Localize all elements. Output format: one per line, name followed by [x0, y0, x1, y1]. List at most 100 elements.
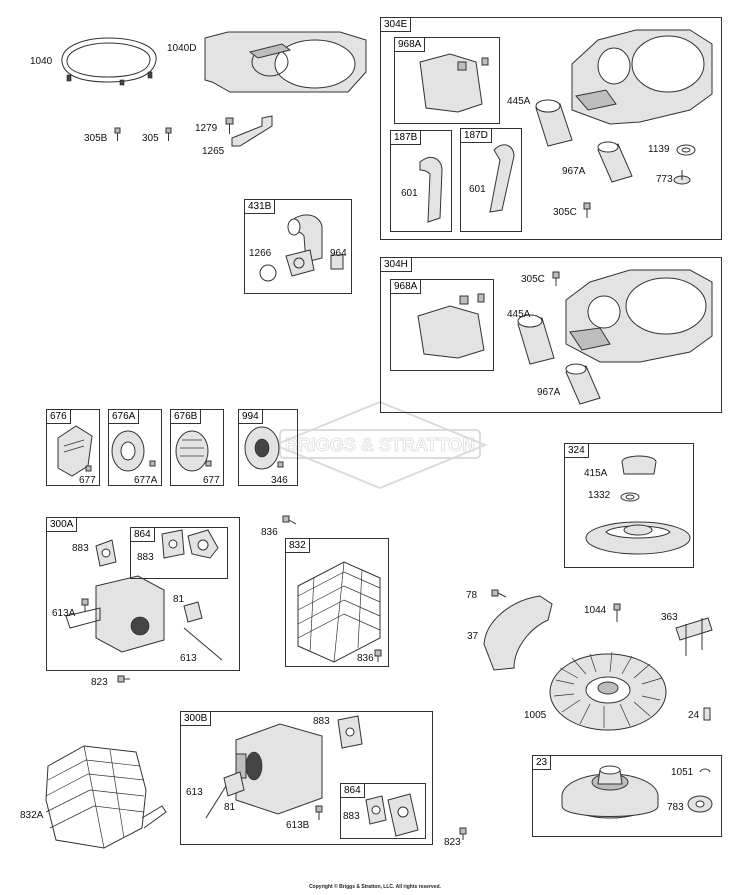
screw-305-icon — [165, 127, 172, 141]
part-label-677-a: 677 — [79, 475, 96, 486]
screen-676A-icon — [111, 430, 156, 472]
part-label-81-b: 81 — [224, 802, 236, 813]
group-label-187D: 187D — [460, 128, 492, 143]
group-label-968A-mid: 968A — [390, 279, 422, 294]
part-label-78: 78 — [466, 590, 478, 601]
group-label-864-bot: 864 — [340, 783, 365, 798]
flange-864-icon — [187, 529, 219, 559]
guard-832-icon — [297, 561, 381, 663]
part-label-823-b: 823 — [444, 837, 461, 848]
group-box-968A-top — [394, 37, 500, 124]
group-label-676: 676 — [46, 409, 71, 424]
flange-864b-icon — [387, 793, 419, 837]
group-label-324: 324 — [564, 443, 589, 458]
part-label-773: 773 — [656, 174, 673, 185]
watermark-text: BRIGGS & STRATTON — [285, 435, 475, 455]
shroud-1040D-icon — [204, 31, 367, 93]
part-label-836-b: 836 — [357, 653, 374, 664]
pin-24-icon — [703, 707, 711, 721]
tube-187D-icon — [489, 144, 515, 213]
air-cleaner-cover-968A-icon — [419, 53, 489, 113]
gear-783-icon — [687, 795, 713, 813]
screen-676-icon — [57, 425, 93, 477]
blower-housing-304H-icon — [565, 269, 713, 363]
part-label-305C-h: 305C — [521, 274, 545, 285]
part-label-883-c: 883 — [343, 811, 360, 822]
screw-1044-icon — [613, 603, 621, 622]
washer-1332-icon — [620, 492, 640, 502]
screw-836b-icon — [374, 649, 382, 662]
group-box-187B — [390, 130, 452, 232]
muffler-300A-icon — [65, 575, 165, 653]
group-label-300A: 300A — [46, 517, 78, 532]
filter-445A-icon — [535, 99, 573, 147]
part-label-1040D: 1040D — [167, 43, 197, 54]
part-label-346: 346 — [271, 475, 288, 486]
part-label-967A-h: 967A — [537, 387, 561, 398]
elbow-431B-icon — [259, 214, 344, 282]
guard-832A-icon — [45, 745, 167, 849]
screw-613A-icon — [81, 598, 89, 612]
part-label-613A: 613A — [52, 608, 76, 619]
bracket-363-icon — [675, 617, 713, 656]
screw-78-icon — [491, 589, 507, 598]
part-label-1040: 1040 — [30, 56, 53, 67]
group-label-994: 994 — [238, 409, 263, 424]
clip-1051-icon — [699, 768, 711, 773]
part-label-964: 964 — [330, 248, 347, 259]
part-label-677-b: 677 — [203, 475, 220, 486]
screw-823b-icon — [459, 827, 467, 840]
group-label-968A-top: 968A — [394, 37, 426, 52]
group-box-832 — [285, 538, 389, 667]
screw-613B-icon — [315, 805, 323, 820]
group-box-304H — [380, 257, 722, 413]
part-label-24: 24 — [688, 710, 700, 721]
part-label-677A: 677A — [134, 475, 158, 486]
part-label-613-a: 613 — [180, 653, 197, 664]
part-label-37: 37 — [467, 631, 479, 642]
screen-994-icon — [244, 426, 284, 470]
screw-305B-icon — [114, 127, 121, 141]
part-label-445A-e: 445A — [507, 96, 531, 107]
group-box-994 — [238, 409, 298, 486]
part-label-305B: 305B — [84, 133, 108, 144]
part-label-1139: 1139 — [648, 144, 670, 155]
group-label-676A: 676A — [108, 409, 140, 424]
group-label-23: 23 — [532, 755, 552, 770]
stud-613-300B-icon — [205, 785, 227, 819]
flywheel-fan-1005-icon — [549, 651, 667, 731]
tube-81-300B-icon — [223, 771, 245, 797]
ring-1040-icon — [61, 37, 157, 86]
part-label-363: 363 — [661, 612, 678, 623]
group-box-864-top — [130, 527, 228, 579]
flywheel-23-icon — [561, 765, 659, 819]
tube-187B-icon — [419, 157, 443, 223]
part-label-1005: 1005 — [524, 710, 547, 721]
part-label-445A-h: 445A — [507, 309, 531, 320]
filter-445A-mid-icon — [517, 314, 555, 365]
tube-81-icon — [183, 601, 203, 623]
group-label-676B: 676B — [170, 409, 202, 424]
group-label-832: 832 — [285, 538, 310, 553]
group-box-23 — [532, 755, 722, 837]
part-label-783: 783 — [667, 802, 684, 813]
group-box-187D — [460, 128, 522, 232]
group-label-187B: 187B — [390, 130, 422, 145]
part-label-415A: 415A — [584, 468, 608, 479]
part-label-883-b: 883 — [313, 716, 330, 727]
part-label-601-d: 601 — [469, 184, 486, 195]
part-label-305C-e: 305C — [553, 207, 577, 218]
stud-613-icon — [183, 627, 223, 661]
part-label-305: 305 — [142, 133, 159, 144]
group-label-431B: 431B — [244, 199, 276, 214]
part-label-1279: 1279 — [195, 123, 218, 134]
group-box-968A-mid — [390, 279, 494, 371]
part-label-1051: 1051 — [671, 767, 694, 778]
group-label-304H: 304H — [380, 257, 412, 272]
part-label-81-a: 81 — [173, 594, 185, 605]
gasket-883-864b-icon — [365, 795, 387, 825]
copyright-notice: Copyright © Briggs & Stratton, LLC. All … — [309, 884, 441, 890]
air-cleaner-cover-968A-mid-icon — [417, 293, 485, 359]
part-label-1044: 1044 — [584, 605, 607, 616]
prefilter-967A-mid-icon — [565, 363, 601, 405]
